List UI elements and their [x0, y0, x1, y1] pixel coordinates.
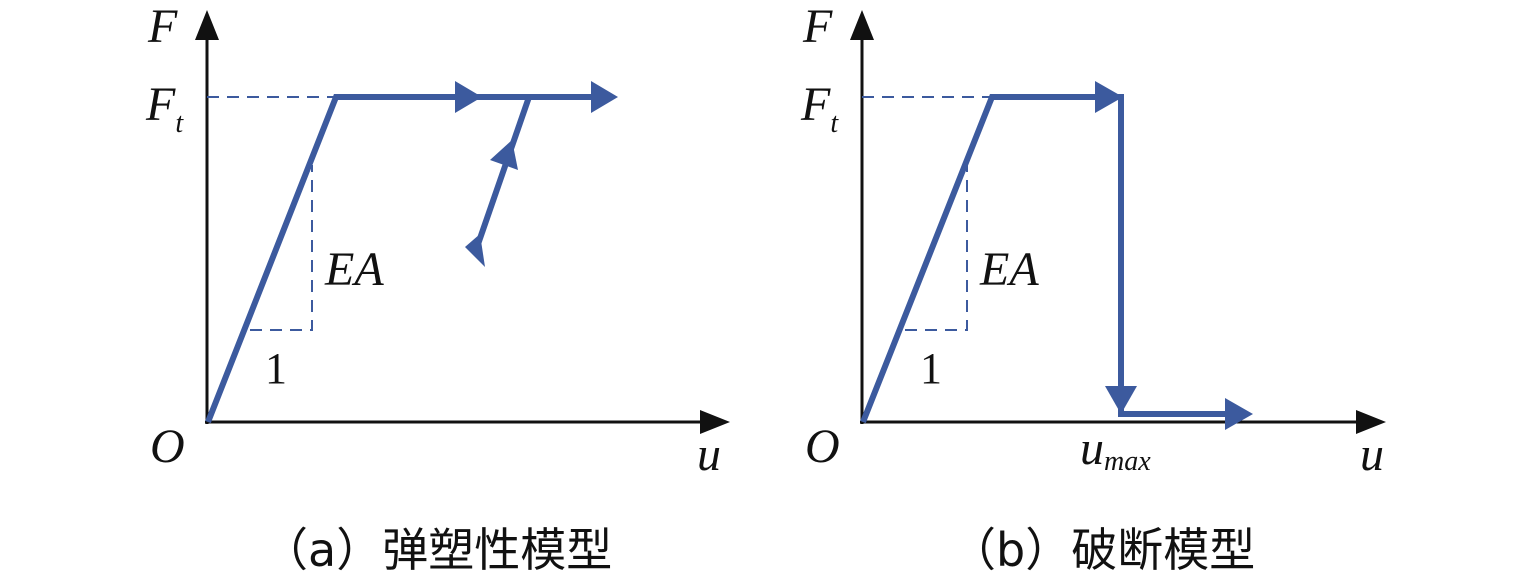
x-axis-label: u — [697, 428, 721, 481]
unload-arrow-icon — [465, 234, 485, 267]
run-label: 1 — [265, 344, 287, 393]
slope-triangle — [250, 165, 313, 331]
caption-b: （b）破断模型 — [950, 523, 1255, 577]
slope-triangle — [905, 165, 968, 331]
slope-label: EA — [324, 243, 384, 296]
y-axis-arrow-icon — [195, 10, 219, 40]
arrow-end-icon — [1225, 398, 1253, 430]
y-axis-label: F — [802, 0, 833, 53]
arrow-top-icon — [1095, 81, 1123, 113]
umax-label: umax — [1080, 422, 1151, 477]
x-axis-arrow-icon — [1356, 410, 1386, 434]
elastic-plastic-curve — [205, 94, 600, 424]
unload-reload-line — [473, 96, 532, 251]
origin-label: O — [150, 420, 185, 473]
origin-label: O — [805, 420, 840, 473]
y-axis-label: F — [147, 0, 178, 53]
ft-label: Ft — [800, 78, 839, 139]
run-label: 1 — [920, 344, 942, 393]
x-axis-arrow-icon — [700, 410, 730, 434]
ft-label: Ft — [145, 78, 184, 139]
y-axis-arrow-icon — [850, 10, 874, 40]
x-axis-label: u — [1360, 428, 1384, 481]
slope-label: EA — [979, 243, 1039, 296]
reload-arrow-icon — [490, 140, 518, 170]
arrow-down-icon — [1105, 386, 1137, 414]
breaking-curve — [860, 94, 1235, 424]
panel-b: F Ft EA 1 O umax u （b）破断模型 — [800, 0, 1386, 577]
arrow-mid-icon — [455, 81, 482, 113]
caption-a: （a）弹塑性模型 — [262, 523, 612, 577]
panel-a: F Ft EA 1 O u （a）弹塑性模型 — [145, 0, 730, 577]
arrow-end-icon — [591, 81, 618, 113]
